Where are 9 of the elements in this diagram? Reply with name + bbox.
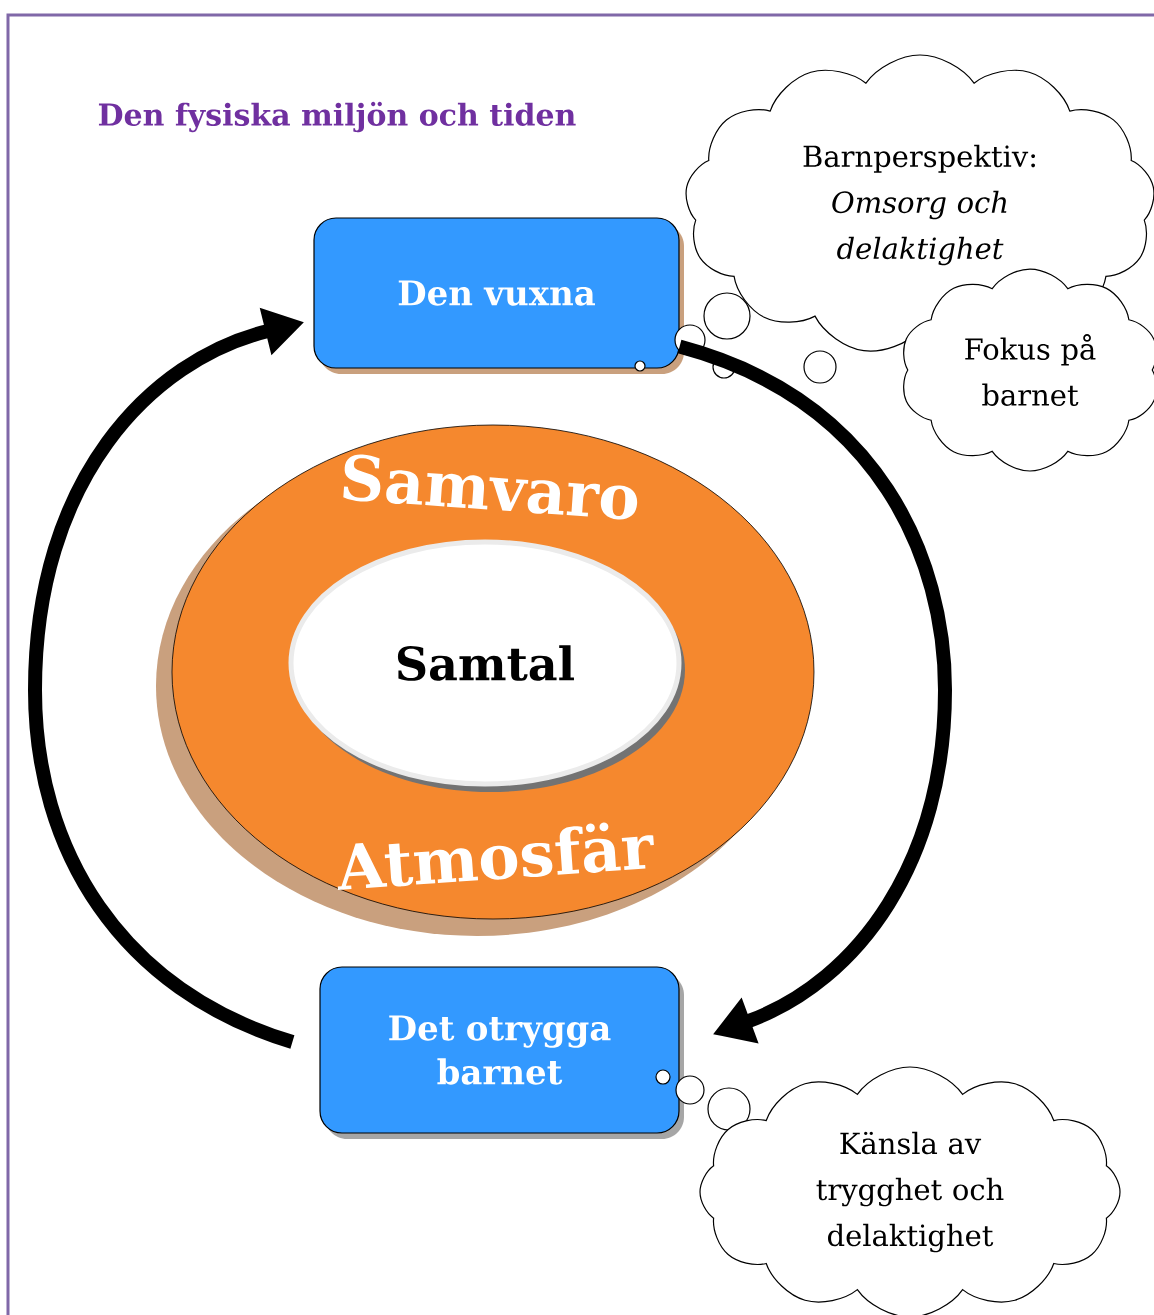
node-label: Omsorg och delaktighet [832,190,1007,266]
curved-arrow [677,339,952,1044]
thought-cloud: Känsla av trygghet och delaktighet [655,1066,1121,1315]
node-label: Känsla av trygghet och delaktighet [816,1131,1004,1253]
rounded-box: Den vuxna [313,217,684,374]
thought-cloud: Fokus på barnet [712,268,1154,472]
node-label: Barnperspektiv: [803,144,1035,173]
title: Den fysiska miljön och tiden [98,101,576,133]
rounded-box: Det otrygga barnet [319,966,684,1139]
